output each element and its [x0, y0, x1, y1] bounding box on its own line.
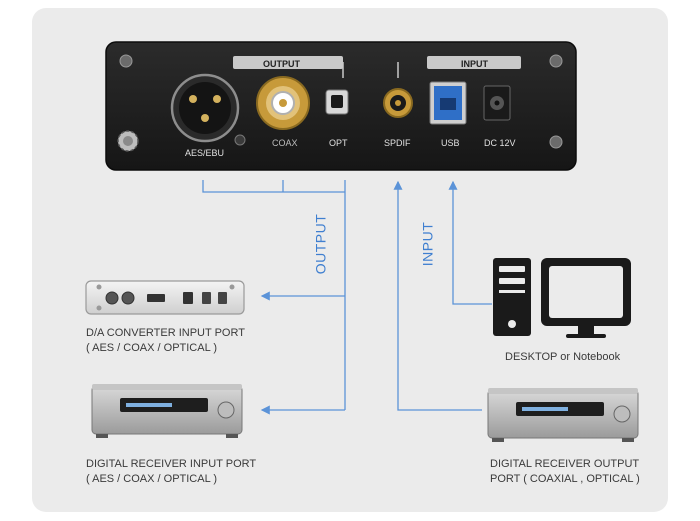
- port-label-opt: OPT: [329, 138, 348, 148]
- input-section-label: INPUT: [461, 59, 488, 69]
- input-signal-label: INPUT: [419, 221, 436, 267]
- output-section-bar: [233, 56, 343, 69]
- desktop-computer-icon: [493, 258, 631, 338]
- ground-knob-icon: [117, 130, 139, 152]
- xlr-aes-connector-icon: [170, 73, 240, 143]
- receiver-input-caption-line2: ( AES / COAX / OPTICAL ): [86, 473, 218, 485]
- coax-rca-connector-icon: [256, 76, 310, 130]
- receiver-output-caption-line2: PORT ( COAXIAL , OPTICAL ): [490, 473, 640, 485]
- port-label-dc: DC 12V: [484, 138, 516, 148]
- port-label-usb: USB: [441, 138, 460, 148]
- digital-receiver-left: [91, 384, 243, 438]
- output-lines: [202, 180, 346, 415]
- port-label-coax: COAX: [272, 138, 298, 148]
- output-signal-label: OUTPUT: [312, 213, 329, 275]
- da-converter-caption-line1: D/A CONVERTER INPUT PORT: [86, 327, 245, 339]
- port-label-spdif: SPDIF: [384, 138, 411, 148]
- usb-b-connector-icon: [429, 81, 467, 125]
- da-converter-caption-line2: ( AES / COAX / OPTICAL ): [86, 342, 218, 354]
- receiver-input-caption-line1: DIGITAL RECEIVER INPUT PORT: [86, 458, 257, 470]
- input-lines: [393, 180, 492, 411]
- optical-connector-icon: [325, 89, 349, 115]
- dac-back-panel: [105, 41, 577, 171]
- receiver-output-caption-line1: DIGITAL RECEIVER OUTPUT: [490, 458, 640, 470]
- da-converter-device: [85, 280, 245, 315]
- spdif-connector-icon: [383, 88, 413, 118]
- output-section-label: OUTPUT: [263, 59, 300, 69]
- screw-icon: [119, 54, 563, 149]
- input-section-bar: [427, 56, 521, 69]
- desktop-caption: DESKTOP or Notebook: [505, 351, 621, 363]
- digital-receiver-right: [487, 388, 639, 442]
- dc-power-jack-icon: [483, 85, 511, 121]
- port-label-aes: AES/EBU: [185, 148, 225, 158]
